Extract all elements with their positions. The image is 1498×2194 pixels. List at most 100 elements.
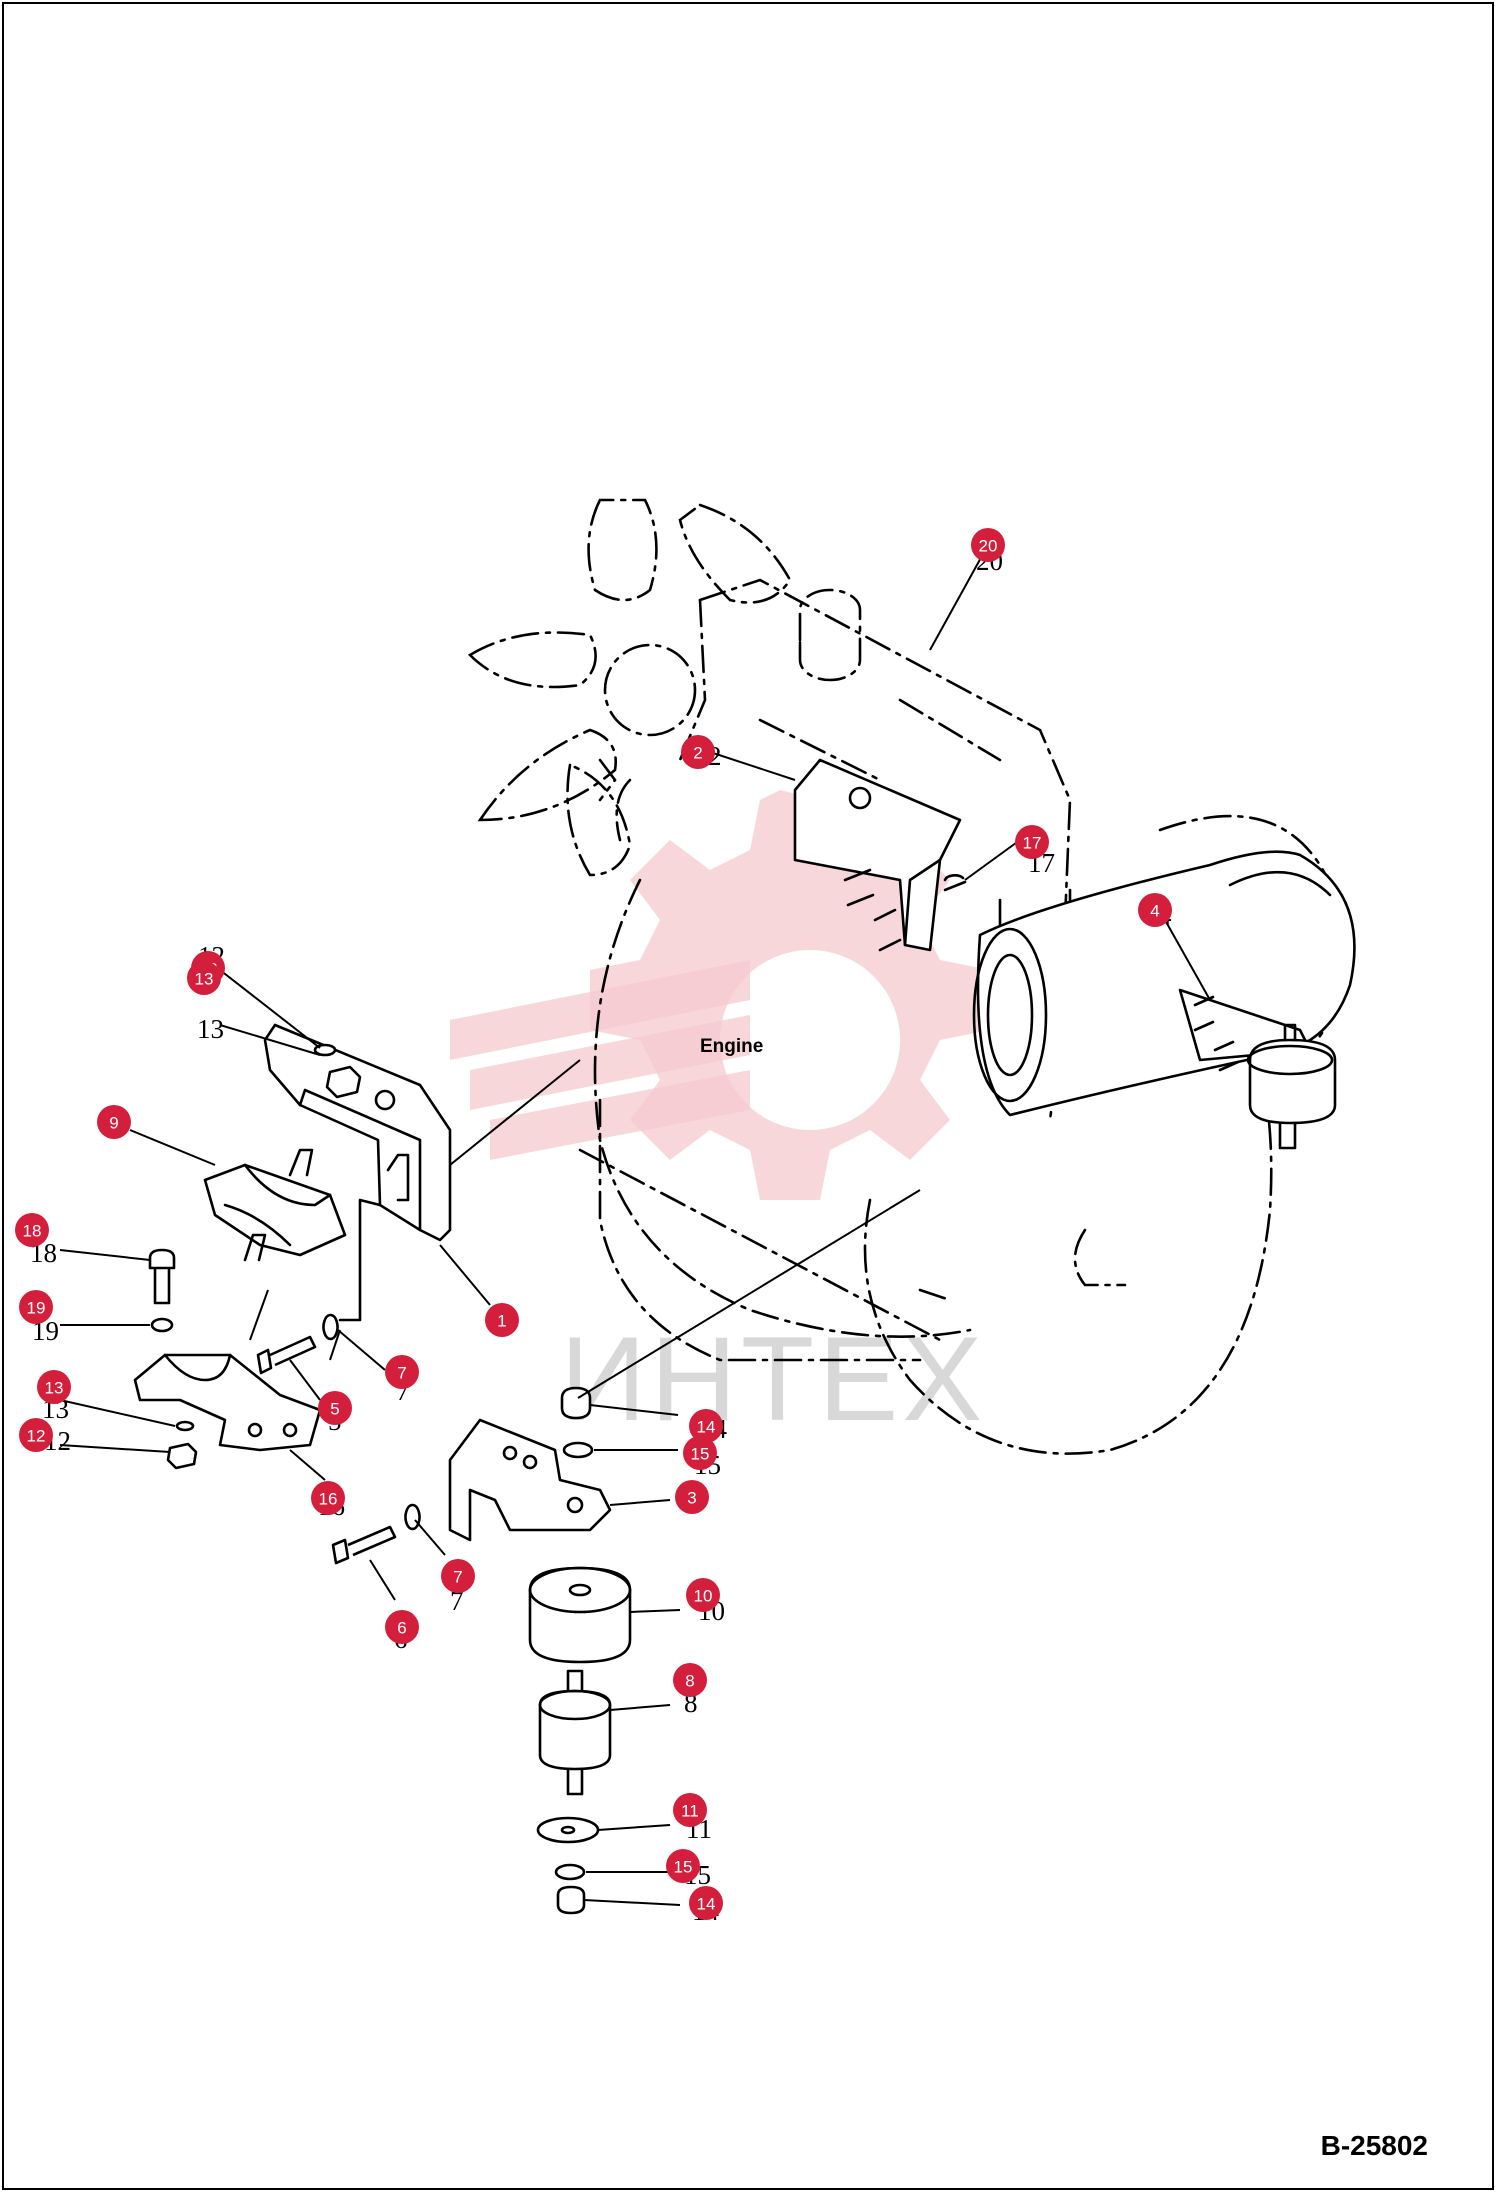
part-11-plate: [536, 1816, 600, 1844]
callout-number: 15: [691, 1445, 710, 1464]
callout-7[interactable]: 7: [441, 1559, 475, 1593]
callout-bubbles: 2021741213911819751312161415376108111514: [15, 528, 1172, 1920]
watermark-text: ИНТЕХ: [560, 1312, 986, 1446]
callout-2[interactable]: 2: [681, 735, 715, 769]
callout-circle: [1138, 893, 1172, 927]
callout-15[interactable]: 15: [666, 1849, 700, 1883]
callout-circle: [485, 1303, 519, 1337]
callout-number: 4: [1150, 902, 1159, 921]
callout-3[interactable]: 3: [675, 1480, 709, 1514]
callout-circle: [673, 1793, 707, 1827]
callout-number: 13: [195, 970, 214, 989]
callout-circle: [318, 1391, 352, 1425]
callout-1[interactable]: 1: [485, 1303, 519, 1337]
mount-stack: [528, 1566, 632, 1915]
callout-circle: [673, 1663, 707, 1697]
callout-circle: [1015, 825, 1049, 859]
callout-circle: [689, 1886, 723, 1920]
part-15-washer-top: [562, 1441, 594, 1459]
part-1-bracket: [263, 1023, 452, 1322]
callout-9[interactable]: 9: [97, 1105, 131, 1139]
part-12-nut-lower: [166, 1442, 198, 1470]
callout-20[interactable]: 20: [971, 528, 1005, 562]
callout-circle: [971, 528, 1005, 562]
callout-7[interactable]: 7: [385, 1355, 419, 1389]
callout-circle: [675, 1480, 709, 1514]
callout-15[interactable]: 15: [683, 1436, 717, 1470]
callout-number: 19: [27, 1299, 46, 1318]
callout-5[interactable]: 5: [318, 1391, 352, 1425]
callout-number: 13: [45, 1379, 64, 1398]
callout-17[interactable]: 17: [1015, 825, 1049, 859]
callout-circle: [37, 1370, 71, 1404]
part-8-isolator: [538, 1689, 612, 1771]
part-14-nut-lower: [556, 1885, 586, 1915]
callout-circle: [385, 1610, 419, 1644]
callout-number: 3: [687, 1489, 696, 1508]
callout-number: 11: [681, 1802, 699, 1821]
callout-number: 2: [693, 744, 702, 763]
part-12-nut-top: [325, 1065, 362, 1099]
callout-circle: [97, 1105, 131, 1139]
callout-14[interactable]: 14: [689, 1409, 723, 1443]
callout-number: 1: [497, 1312, 506, 1331]
callout-8[interactable]: 8: [673, 1663, 707, 1697]
callout-19[interactable]: 19: [19, 1290, 53, 1324]
part-7-washer-top: [322, 1313, 339, 1341]
callout-13[interactable]: 13: [37, 1370, 71, 1404]
callout-number: 10: [694, 1587, 713, 1606]
drawing-code: B-25802: [1320, 2130, 1428, 2161]
callout-number: 16: [319, 1490, 338, 1509]
callout-circle: [689, 1409, 723, 1443]
engine-label: Engine: [700, 1036, 763, 1057]
leader-lines: [59, 544, 1211, 1906]
callout-10[interactable]: 10: [686, 1578, 720, 1612]
printed-number: 13: [197, 1014, 224, 1044]
callout-number: 12: [27, 1427, 46, 1446]
callout-circle: [441, 1559, 475, 1593]
part-15-washer-lower: [554, 1863, 586, 1881]
part-10-cushion: [528, 1566, 632, 1664]
callout-11[interactable]: 11: [673, 1793, 707, 1827]
callout-13[interactable]: 13: [187, 961, 221, 995]
callout-18[interactable]: 18: [15, 1213, 49, 1247]
part-18-bolt: [148, 1248, 176, 1305]
callout-circle: [311, 1481, 345, 1515]
part-6-bolt: [331, 1525, 397, 1565]
callout-16[interactable]: 16: [311, 1481, 345, 1515]
callout-number: 18: [23, 1222, 42, 1241]
part-16-bracket: [133, 1353, 322, 1452]
callout-number: 14: [697, 1418, 716, 1437]
part-2-bracket: [793, 758, 962, 952]
callout-number: 6: [397, 1619, 406, 1638]
callout-circle: [19, 1418, 53, 1452]
callout-6[interactable]: 6: [385, 1610, 419, 1644]
part-7-washer-lower: [404, 1503, 421, 1531]
callout-circle: [683, 1436, 717, 1470]
callout-number: 5: [330, 1400, 339, 1419]
assembly-lines: [249, 1059, 921, 1399]
part-17-bolt: [943, 874, 967, 892]
watermark: ИНТЕХ: [450, 790, 990, 1446]
callout-circle: [187, 961, 221, 995]
callout-circle: [666, 1849, 700, 1883]
callout-circle: [385, 1355, 419, 1389]
callout-number: 9: [109, 1114, 118, 1133]
callout-circle: [15, 1213, 49, 1247]
printed-number: 7: [450, 1586, 464, 1616]
callout-circle: [19, 1290, 53, 1324]
part-19-washer: [150, 1317, 174, 1333]
part-5-bolt: [256, 1335, 317, 1375]
callout-number: 7: [453, 1568, 462, 1587]
callout-4[interactable]: 4: [1138, 893, 1172, 927]
callout-number: 15: [674, 1858, 693, 1877]
watermark-arrow-shape: [450, 960, 750, 1160]
part-13-washer-lower: [175, 1420, 195, 1432]
callout-number: 14: [697, 1895, 716, 1914]
callout-14[interactable]: 14: [689, 1886, 723, 1920]
callout-number: 7: [397, 1364, 406, 1383]
callout-12[interactable]: 12: [19, 1418, 53, 1452]
callout-number: 20: [979, 537, 998, 556]
